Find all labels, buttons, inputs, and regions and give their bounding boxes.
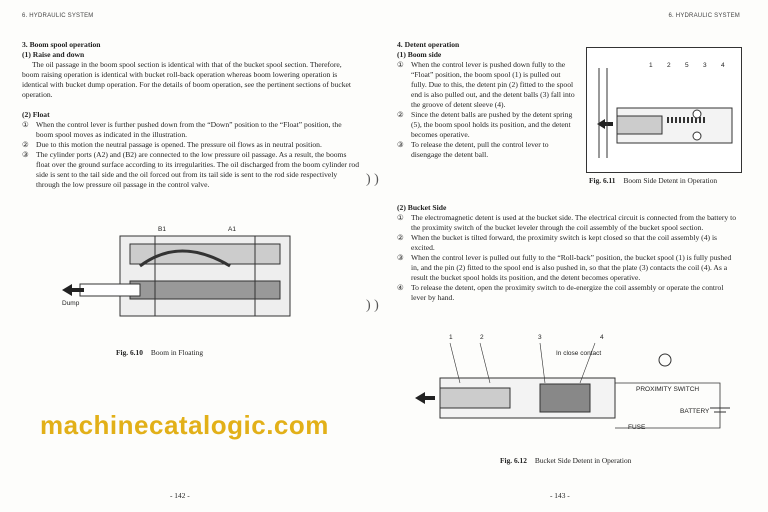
- item-number: ④: [397, 283, 404, 292]
- label-proximity-switch: PROXIMITY SWITCH: [636, 386, 700, 393]
- label-1: 1: [449, 334, 453, 341]
- item-text: When the bucket is tilted forward, the p…: [411, 233, 718, 252]
- item-number: ②: [397, 110, 404, 119]
- item-number: ②: [22, 140, 29, 149]
- right-column-top: 4. Detent operation (1) Boom side ① When …: [397, 40, 575, 160]
- caption-number: Fig. 6.11: [589, 176, 616, 185]
- label-in-close-contact: In close contact: [556, 350, 602, 357]
- item-number: ③: [22, 150, 29, 159]
- label-1: 1: [649, 62, 653, 69]
- figure-caption: Fig. 6.10 Boom in Floating: [116, 348, 203, 357]
- label-2: 2: [667, 62, 671, 69]
- item-number: ②: [397, 233, 404, 242]
- item-text: To release the detent, pull the control …: [411, 140, 549, 159]
- item-number: ③: [397, 140, 404, 149]
- label-2: 2: [480, 334, 484, 341]
- label-a1: A1: [228, 226, 236, 233]
- label-4: 4: [600, 334, 604, 341]
- left-column: 3. Boom spool operation (1) Raise and do…: [22, 40, 360, 190]
- boom-detent-diagram: [597, 68, 733, 158]
- item-text: The electromagnetic detent is used at th…: [411, 213, 736, 232]
- label-fuse: FUSE: [628, 424, 646, 431]
- figure-boom-detent: 1 2 5 3 4: [586, 47, 742, 173]
- list-item: ② When the bucket is tilted forward, the …: [397, 233, 737, 253]
- list-item: ① When the control lever is further pushe…: [22, 120, 360, 140]
- label-3: 3: [703, 62, 707, 69]
- watermark: machinecatalogic.com: [40, 410, 329, 440]
- item-text: Since the detent balls are pushed by the…: [411, 110, 573, 139]
- subsection-title: (1) Boom side: [397, 50, 442, 59]
- subsection-title: (1) Raise and down: [22, 50, 85, 59]
- section-title: 4. Detent operation: [397, 40, 460, 49]
- list-item: ① The electromagnetic detent is used at t…: [397, 213, 737, 233]
- binding-mark: ) ): [366, 298, 379, 313]
- list-item: ② Since the detent balls are pushed by th…: [397, 110, 575, 140]
- caption-text: Boom in Floating: [150, 348, 204, 357]
- list-item: ④ To release the detent, open the proximi…: [397, 283, 737, 303]
- caption-text: Bucket Side Detent in Operation: [534, 456, 632, 465]
- item-text: When the control lever is pushed down fu…: [411, 60, 575, 109]
- page-number: - 142 -: [170, 491, 190, 500]
- running-header-left: 6. HYDRAULIC SYSTEM: [22, 13, 94, 19]
- item-text: To release the detent, open the proximit…: [411, 283, 724, 302]
- figure-caption: Fig. 6.11 Boom Side Detent in Operation: [589, 176, 717, 185]
- item-number: ①: [397, 60, 404, 69]
- list-item: ② Due to this motion the neutral passage …: [22, 140, 360, 150]
- figure-caption: Fig. 6.12 Bucket Side Detent in Operation: [500, 456, 631, 465]
- list-item: ① When the control lever is pushed down f…: [397, 60, 575, 110]
- caption-text: Boom Side Detent in Operation: [623, 176, 718, 185]
- page-number: - 143 -: [550, 491, 570, 500]
- item-text: Due to this motion the neutral passage i…: [36, 140, 322, 149]
- item-number: ①: [397, 213, 404, 222]
- subsection-title: (2) Float: [22, 110, 50, 119]
- subsection-title: (2) Bucket Side: [397, 203, 447, 212]
- item-text: The cylinder ports (A2) and (B2) are con…: [36, 150, 359, 189]
- section-title: 3. Boom spool operation: [22, 40, 101, 49]
- item-number: ③: [397, 253, 404, 262]
- label-5: 5: [685, 62, 689, 69]
- label-4: 4: [721, 62, 725, 69]
- list-item: ③ The cylinder ports (A2) and (B2) are co…: [22, 150, 360, 190]
- bucket-detent-diagram: [415, 342, 730, 429]
- label-b1: B1: [158, 226, 166, 233]
- item-number: ①: [22, 120, 29, 129]
- item-text: When the control lever is further pushed…: [36, 120, 342, 139]
- caption-number: Fig. 6.10: [116, 348, 143, 357]
- caption-number: Fig. 6.12: [500, 456, 527, 465]
- running-header-right: 6. HYDRAULIC SYSTEM: [668, 13, 740, 19]
- label-battery: BATTERY: [680, 408, 710, 415]
- right-column-bottom: (2) Bucket Side ① The electromagnetic det…: [397, 203, 737, 303]
- binding-mark: ) ): [366, 172, 379, 187]
- boom-floating-diagram: [62, 235, 291, 317]
- label-dump: Dump: [62, 300, 80, 307]
- list-item: ③ To release the detent, pull the control…: [397, 140, 575, 160]
- paragraph: The oil passage in the boom spool sectio…: [22, 60, 351, 99]
- label-3: 3: [538, 334, 542, 341]
- item-text: When the control lever is pulled out ful…: [411, 253, 732, 282]
- list-item: ③ When the control lever is pulled out fu…: [397, 253, 737, 283]
